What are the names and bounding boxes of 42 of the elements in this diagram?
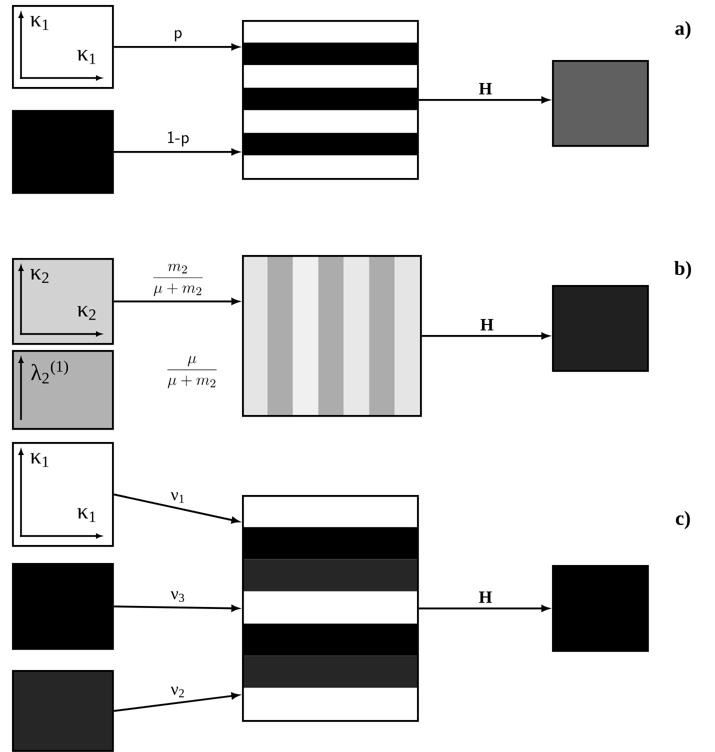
arrow bbox=[114, 604, 240, 612]
edge-label: H bbox=[478, 591, 492, 603]
panel-label: a) bbox=[675, 20, 690, 40]
laminate-box bbox=[242, 20, 419, 180]
arrow bbox=[114, 494, 240, 524]
edge-label: 1-p bbox=[168, 131, 189, 146]
material-box bbox=[552, 565, 649, 652]
edge-label: p bbox=[174, 30, 182, 42]
arrow bbox=[114, 692, 240, 712]
axis-label: κ$_{1}$ bbox=[77, 50, 96, 64]
edge-label: $\frac{m_2}{\mu+m_2}$ bbox=[153, 264, 203, 296]
arrow bbox=[114, 44, 240, 50]
panel-label: b) bbox=[674, 260, 691, 280]
material-box bbox=[12, 258, 114, 345]
arrow bbox=[114, 298, 240, 305]
edge-label: ν$_{2}$ bbox=[170, 686, 184, 698]
material-box bbox=[552, 60, 649, 147]
panel-label: c) bbox=[676, 510, 690, 530]
material-box bbox=[12, 670, 114, 752]
laminate-box bbox=[242, 495, 419, 722]
material-box bbox=[12, 5, 114, 89]
axis-label: κ$_{1}$ bbox=[30, 16, 48, 30]
axis-label: κ$_{1}$ bbox=[30, 453, 48, 467]
arrow bbox=[422, 332, 550, 340]
material-box bbox=[552, 285, 649, 372]
fraction-label: $\frac{\mu}{\mu+m_2}$ bbox=[167, 356, 217, 388]
material-box bbox=[12, 442, 114, 547]
material-box bbox=[12, 563, 114, 650]
axis-label: κ$_{2}$ bbox=[77, 306, 96, 320]
axis-label: κ$_{2}$ bbox=[30, 269, 48, 283]
edge-label: ν$_{3}$ bbox=[170, 591, 184, 602]
edge-label: ν$_{1}$ bbox=[170, 492, 184, 503]
arrow bbox=[418, 96, 550, 104]
material-box bbox=[12, 350, 114, 430]
edge-label: H bbox=[478, 82, 492, 94]
axis-label: λ$_{2}$(1) bbox=[31, 360, 68, 384]
arrow bbox=[114, 148, 240, 156]
material-box bbox=[12, 110, 114, 194]
laminate-box bbox=[242, 255, 422, 417]
arrow bbox=[418, 605, 550, 612]
edge-label: H bbox=[480, 318, 494, 330]
axis-label: κ$_{1}$ bbox=[77, 508, 96, 522]
